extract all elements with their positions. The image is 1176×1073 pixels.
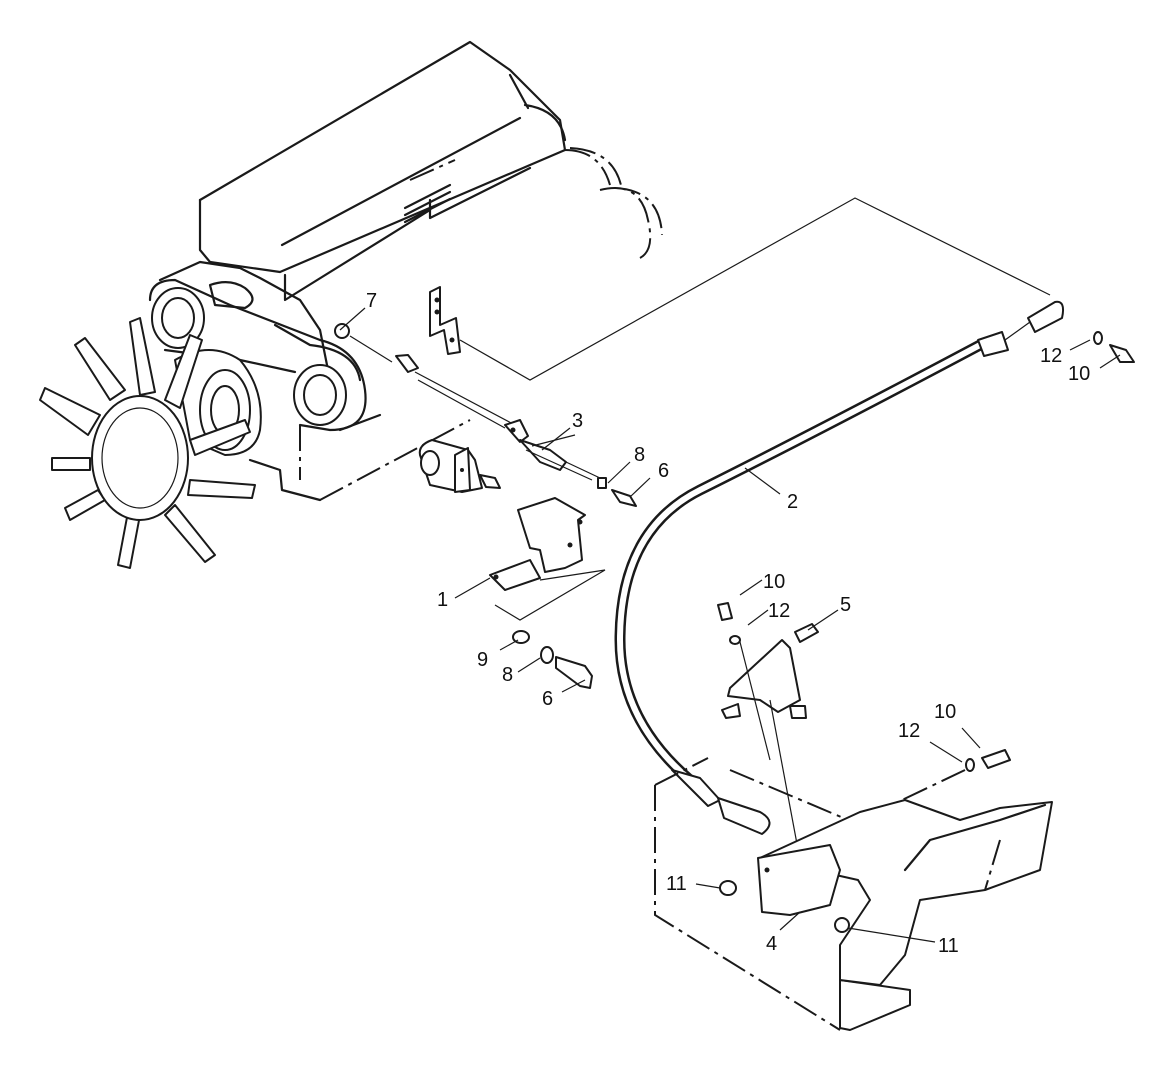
- washer-8-bottom: [540, 646, 554, 664]
- callout-11-left: 11: [666, 873, 687, 895]
- throttle-cable-2: [614, 300, 1065, 835]
- callout-8-bottom: 8: [502, 664, 513, 686]
- callout-10-lower: 10: [934, 701, 956, 723]
- callout-3: 3: [572, 410, 583, 432]
- pedal-plate-4: [757, 844, 841, 916]
- nut-7: [334, 323, 350, 339]
- pedal-bracket-5: [717, 602, 819, 861]
- cooling-fan: [39, 317, 256, 569]
- bolt-10-lower: [981, 749, 1011, 769]
- throttle-link-3: [504, 419, 593, 481]
- callout-12-top: 12: [1040, 345, 1062, 367]
- washer-8-top: [597, 477, 607, 489]
- callout-11-right: 11: [938, 935, 959, 957]
- nut-11-right: [834, 917, 850, 933]
- lockwasher-12-lower: [965, 758, 975, 772]
- lockwasher-12-top: [1093, 331, 1103, 345]
- callout-6-top: 6: [658, 460, 669, 482]
- callout-5: 5: [840, 594, 851, 616]
- callout-6-bottom: 6: [542, 688, 553, 710]
- bolt-6-bottom: [555, 656, 593, 689]
- callout-7: 7: [366, 290, 377, 312]
- actuator-solenoid: [418, 439, 501, 493]
- callout-12-mid: 12: [768, 600, 790, 622]
- bracket-1: [489, 497, 606, 621]
- cable-end-fitting: [395, 354, 419, 373]
- callout-8-top: 8: [634, 444, 645, 466]
- callout-2: 2: [787, 491, 798, 513]
- callout-10-top: 10: [1068, 363, 1090, 385]
- floor-pedal-assembly: [654, 757, 1053, 1031]
- callout-labels: 7 3 8 6 2 1 9 8 6 10 12 5 12 10 12 10 11…: [366, 290, 1090, 957]
- callout-9: 9: [477, 649, 488, 671]
- bolt-6-top: [611, 489, 637, 507]
- callout-1: 1: [437, 589, 448, 611]
- callout-leaders: [339, 307, 1121, 943]
- callout-10-mid: 10: [763, 571, 785, 593]
- callout-12-lower: 12: [898, 720, 920, 742]
- callout-4: 4: [766, 933, 777, 955]
- mounting-bracket-top: [429, 286, 461, 355]
- bolt-10-top: [1109, 344, 1135, 363]
- nut-11-left: [719, 880, 737, 896]
